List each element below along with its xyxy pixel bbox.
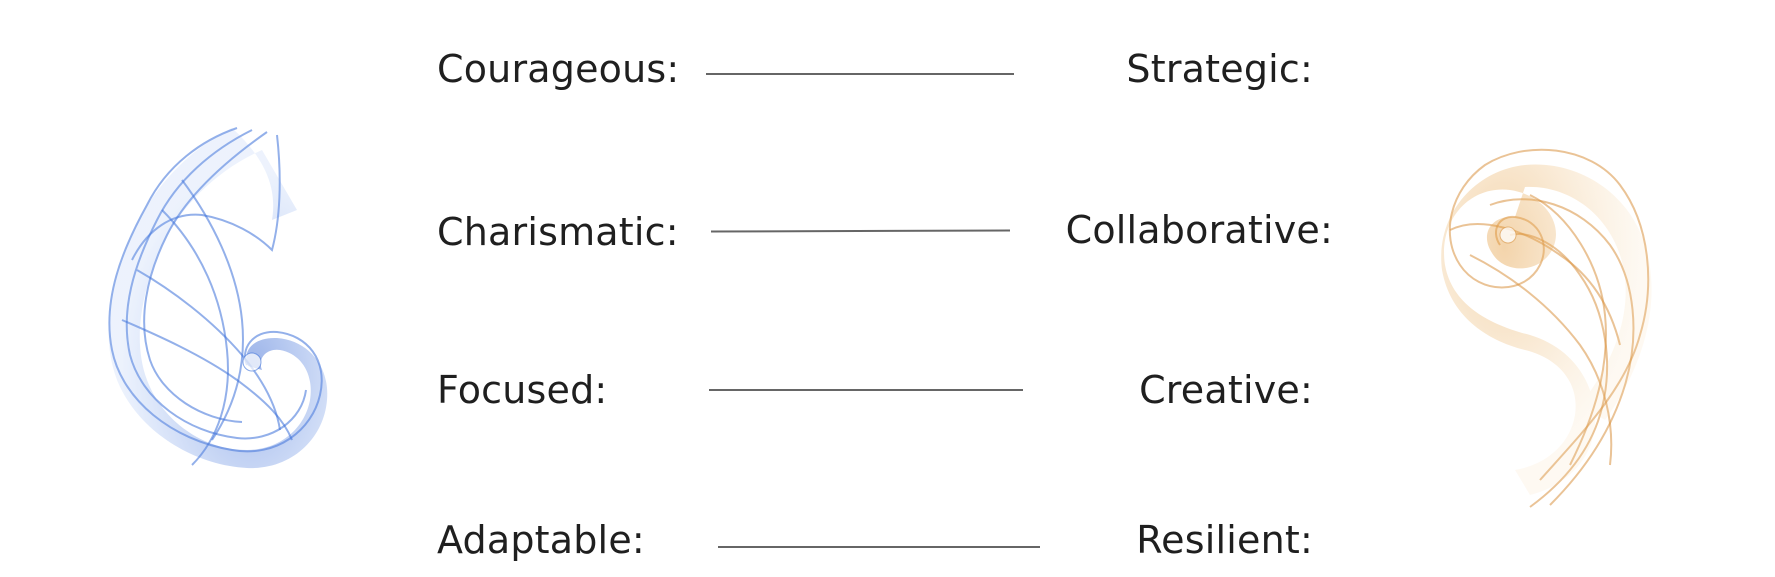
left-trait-adaptable: Adaptable:: [437, 518, 645, 562]
right-trait-collaborative: Collaborative:: [1065, 208, 1333, 252]
left-trait-charismatic: Charismatic:: [437, 210, 679, 254]
right-trait-resilient: Resilient:: [1136, 518, 1313, 562]
orange-fractal-swirl-image: [1441, 148, 1652, 508]
match-line-3: [709, 389, 1023, 391]
match-line-1: [706, 73, 1014, 75]
left-trait-courageous: Courageous:: [437, 47, 680, 91]
match-line-4: [718, 546, 1040, 548]
blue-fractal-swirl-image: [108, 127, 328, 469]
match-line-2: [710, 229, 1011, 233]
right-trait-creative: Creative:: [1139, 368, 1313, 412]
right-trait-strategic: Strategic:: [1126, 47, 1313, 91]
left-trait-focused: Focused:: [437, 368, 608, 412]
